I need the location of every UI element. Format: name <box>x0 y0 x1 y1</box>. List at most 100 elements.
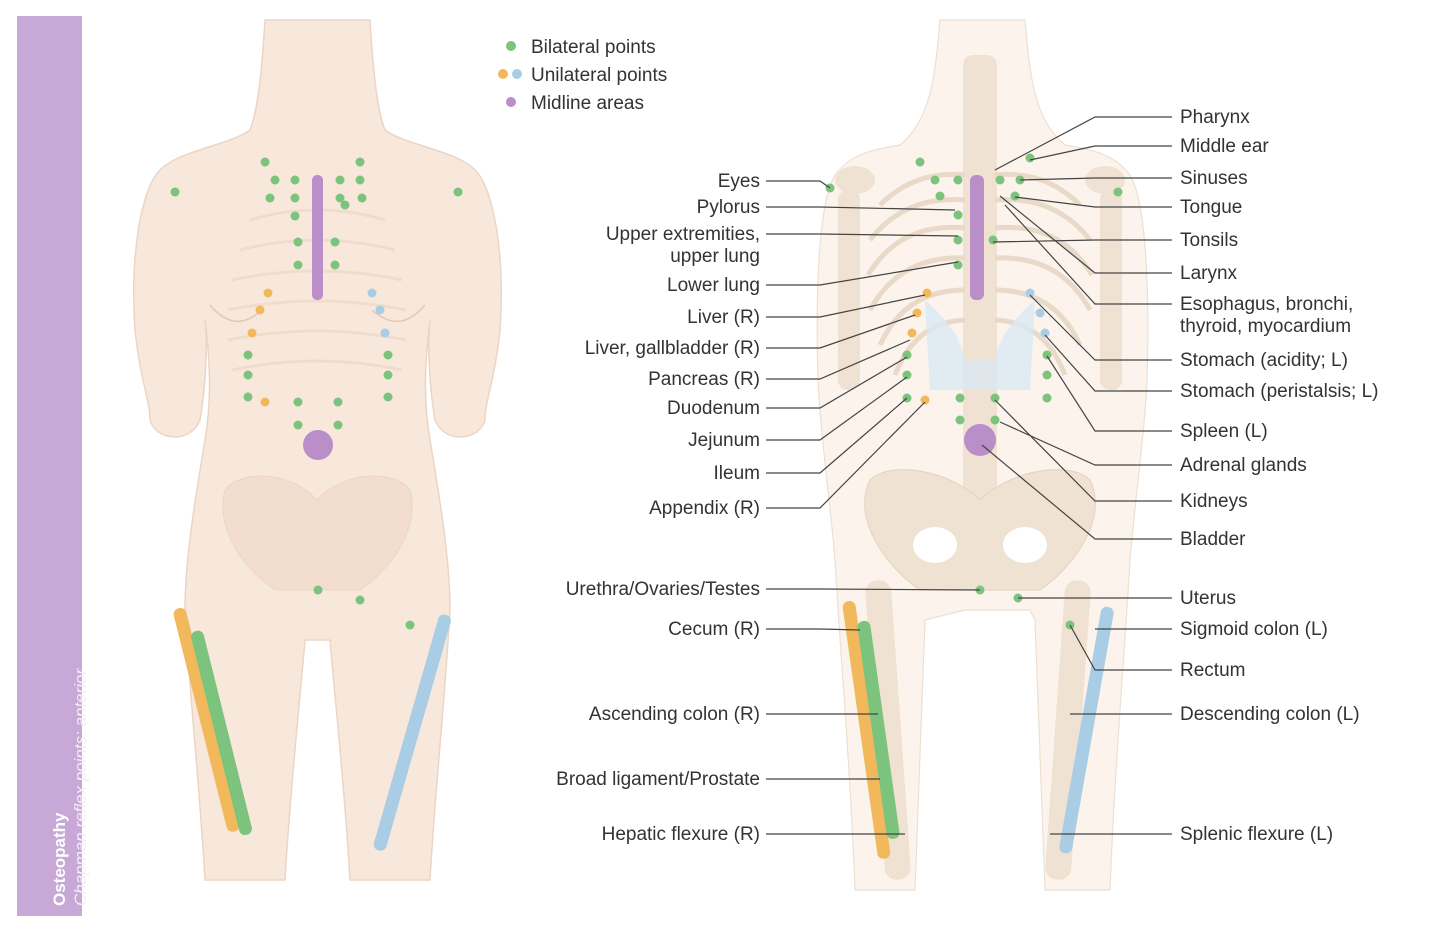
legend-label: Unilateral points <box>531 65 667 86</box>
right-humerus <box>838 190 860 390</box>
legend-item-midline: Midline areas <box>506 93 644 114</box>
organ-label-text: Ileum <box>714 463 760 484</box>
organ-label-text: Jejunum <box>688 430 760 451</box>
leader-line <box>766 628 861 631</box>
organ-label-text: Sigmoid colon (L) <box>1180 619 1328 640</box>
obturator-l <box>1003 527 1047 563</box>
organ-label-text: Pancreas (R) <box>648 369 760 390</box>
organ-label: Ileum <box>714 397 908 484</box>
organ-label: Spleen (L) <box>1046 355 1268 442</box>
legend-item-unilateral: Unilateral points <box>498 65 667 86</box>
reflex-point <box>357 193 367 203</box>
leader-line <box>1069 624 1172 671</box>
organ-label: Liver, gallbladder (R) <box>585 314 916 359</box>
legend-label: Midline areas <box>531 93 644 114</box>
organ-label-text: Ascending colon (R) <box>589 704 760 725</box>
reflex-point <box>988 235 998 245</box>
leader-line <box>766 206 956 211</box>
reflex-point <box>1113 187 1123 197</box>
reflex-point <box>243 350 253 360</box>
ribcage <box>865 171 1095 376</box>
reflex-point <box>990 415 1000 425</box>
leader-line <box>999 195 1172 274</box>
reflex-point <box>340 200 350 210</box>
organ-label: Appendix (R) <box>649 401 926 519</box>
organ-label: Uterus <box>1018 588 1236 609</box>
organ-label: Rectum <box>1069 624 1245 681</box>
reflex-point <box>293 397 303 407</box>
reflex-point <box>243 392 253 402</box>
leader-line <box>1004 204 1172 305</box>
leader-line <box>766 401 926 509</box>
reflex-point <box>383 392 393 402</box>
reflex-point <box>380 328 390 338</box>
reflex-point <box>290 175 300 185</box>
organ-label-text: Larynx <box>1180 263 1238 284</box>
organ-label: Larynx <box>999 195 1238 284</box>
reflex-point <box>270 175 280 185</box>
reflex-point <box>335 193 345 203</box>
legend-swatch <box>506 41 516 51</box>
pelvis <box>864 469 1096 591</box>
organ-label-text: Urethra/Ovaries/Testes <box>566 579 760 600</box>
leader-line <box>766 180 831 189</box>
organ-label-text: Appendix (R) <box>649 498 760 519</box>
organ-label-text: Rectum <box>1180 660 1245 681</box>
reflex-point <box>293 260 303 270</box>
organ-label-text: Hepatic flexure (R) <box>602 824 760 845</box>
leader-line <box>766 294 926 318</box>
leader-line <box>992 239 1172 243</box>
reflex-point <box>912 308 922 318</box>
reflex-point <box>1042 370 1052 380</box>
legend: Bilateral points Unilateral points Midli… <box>498 37 667 114</box>
organ-label-text: Pharynx <box>1180 107 1250 128</box>
organ-label-text: Middle ear <box>1180 136 1269 157</box>
reflex-point <box>953 260 963 270</box>
left-shoulder <box>1085 166 1125 194</box>
organ-label: Sigmoid colon (L) <box>1095 619 1328 640</box>
reflex-point <box>995 175 1005 185</box>
reflex-point <box>383 370 393 380</box>
organ-label-text: Upper extremities, <box>606 224 760 245</box>
right-strip-orange <box>842 601 891 859</box>
reflex-point <box>335 175 345 185</box>
reflex-point <box>333 420 343 430</box>
leader-line <box>766 376 908 441</box>
reflex-point <box>333 397 343 407</box>
organ-label: Liver (R) <box>687 294 926 328</box>
organ-label-text: thyroid, myocardium <box>1180 316 1351 337</box>
reflex-point <box>405 620 415 630</box>
legend-swatch <box>506 97 516 107</box>
organ-label-text: Stomach (peristalsis; L) <box>1180 381 1379 402</box>
reflex-point <box>930 175 940 185</box>
organ-label-text: Lower lung <box>667 275 760 296</box>
leader-line <box>766 356 908 409</box>
costal-cartilage <box>925 300 1035 390</box>
reflex-point <box>453 187 463 197</box>
organ-label: Tongue <box>1014 196 1242 218</box>
organ-label-text: Esophagus, bronchi, <box>1180 294 1353 315</box>
leader-line <box>1046 355 1172 432</box>
reflex-point <box>290 211 300 221</box>
left-breast-r <box>209 304 263 323</box>
left-strip-green <box>191 630 252 836</box>
organ-label: Tonsils <box>992 230 1238 251</box>
reflex-point <box>1042 393 1052 403</box>
leader-line <box>766 339 911 380</box>
organ-label-text: Kidneys <box>1180 491 1248 512</box>
organ-label: Bladder <box>981 444 1246 550</box>
leader-line <box>766 314 916 349</box>
organ-label-text: Liver, gallbladder (R) <box>585 338 760 359</box>
leader-line <box>994 399 1172 502</box>
reflex-point <box>915 157 925 167</box>
reflex-point <box>953 210 963 220</box>
reflex-point <box>367 288 377 298</box>
reflex-point <box>920 395 930 405</box>
reflex-point <box>955 415 965 425</box>
leader-line <box>994 116 1172 171</box>
reflex-point <box>990 393 1000 403</box>
organ-label: Stomach (peristalsis; L) <box>1044 334 1379 402</box>
leader-line <box>981 444 1172 540</box>
